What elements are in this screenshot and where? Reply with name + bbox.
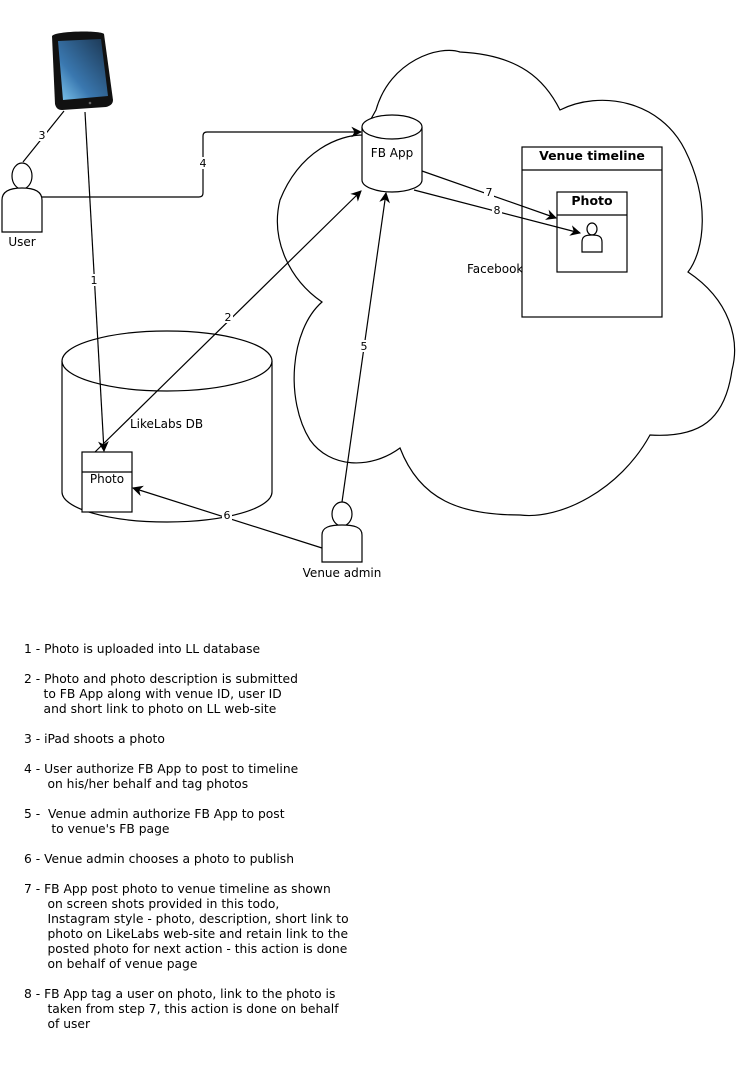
edge-6: 6 <box>131 485 323 549</box>
facebook-cloud <box>276 49 736 517</box>
note-step-3: 3 - iPad shoots a photo <box>24 732 165 746</box>
edge-2-label: 2 <box>225 311 232 324</box>
edge-3: 3 <box>22 110 65 163</box>
timeline-photo-box: Photo <box>556 191 628 273</box>
db-photo-label: Photo <box>90 472 124 486</box>
edge-7-label: 7 <box>486 186 493 199</box>
timeline-photo-title: Photo <box>571 193 613 208</box>
edge-2: 2 <box>94 190 362 453</box>
flow-diagram: Facebook Venue timeline Photo FB App Lik… <box>1 31 736 580</box>
edge-3-label: 3 <box>39 129 46 142</box>
tagged-user-icon <box>581 222 603 253</box>
venue-admin-label: Venue admin <box>303 566 382 580</box>
facebook-cloud-label: Facebook <box>467 262 523 276</box>
fb-app-label: FB App <box>371 146 413 160</box>
likelabs-db-label: LikeLabs DB <box>130 417 203 431</box>
edge-1: 1 <box>84 111 109 453</box>
note-step-4: 4 - User authorize FB App to post to tim… <box>24 762 299 791</box>
venue-timeline-box: Venue timeline <box>521 146 663 318</box>
edge-4-label: 4 <box>200 157 207 170</box>
edge-8: 8 <box>413 189 582 236</box>
edge-7: 7 <box>421 170 558 220</box>
note-step-8: 8 - FB App tag a user on photo, link to … <box>24 987 339 1031</box>
ipad-icon <box>52 31 113 110</box>
edge-5-label: 5 <box>361 340 368 353</box>
edge-1-label: 1 <box>91 274 98 287</box>
venue-admin-actor: Venue admin <box>303 501 382 580</box>
edge-4: 4 <box>42 126 363 198</box>
db-photo-box: Photo <box>81 451 133 513</box>
edge-6-label: 6 <box>224 509 231 522</box>
user-label: User <box>8 235 35 249</box>
fb-app-cylinder: FB App <box>361 114 423 193</box>
note-step-2: 2 - Photo and photo description is submi… <box>24 672 298 716</box>
edge-5: 5 <box>341 191 390 503</box>
edge-8-label: 8 <box>494 204 501 217</box>
note-step-6: 6 - Venue admin chooses a photo to publi… <box>24 852 295 866</box>
note-step-7: 7 - FB App post photo to venue timeline … <box>24 882 349 971</box>
note-step-1: 1 - Photo is uploaded into LL database <box>24 642 261 656</box>
note-step-5: 5 - Venue admin authorize FB App to post… <box>24 807 285 836</box>
venue-timeline-title: Venue timeline <box>539 148 645 163</box>
user-actor: User <box>1 162 43 249</box>
step-notes: 1 - Photo is uploaded into LL database 2… <box>24 642 384 1047</box>
